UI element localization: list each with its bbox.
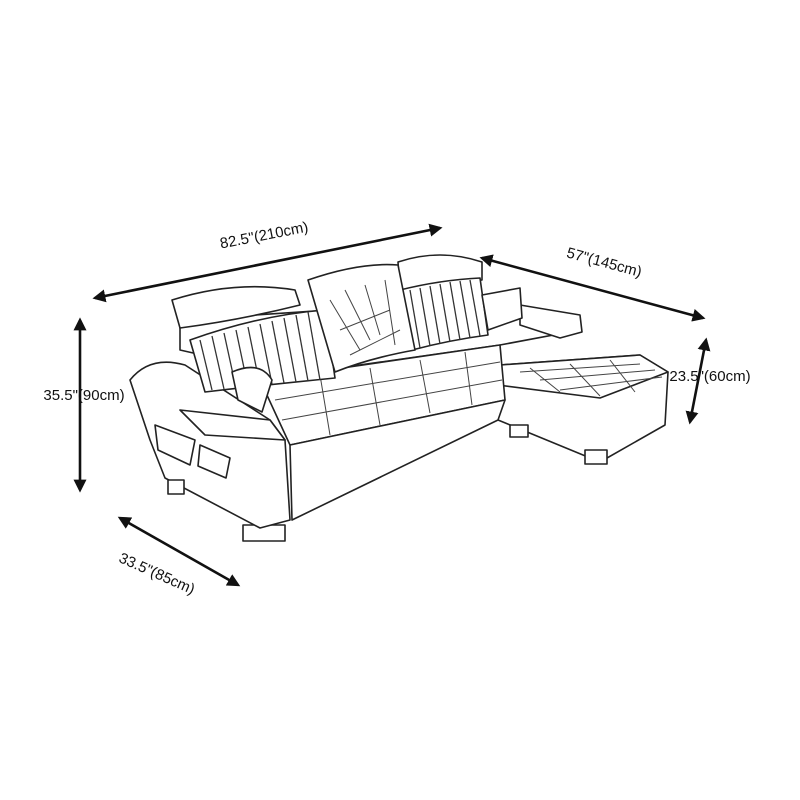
height-label: 35.5"(90cm) (43, 387, 124, 404)
seat-height-arrow (685, 337, 711, 425)
left-arm (129, 361, 291, 529)
depth-label: 33.5"(85cm) (116, 550, 197, 599)
width-label: 82.5"(210cm) (219, 219, 310, 253)
width-arrow (92, 223, 443, 303)
chaise-length-label: 57"(145cm) (565, 244, 644, 280)
left-leg (167, 479, 185, 495)
side-pocket (154, 424, 196, 466)
left-arm-top (179, 409, 286, 441)
sofa-illustration (129, 254, 669, 542)
depth-arrow (117, 516, 241, 587)
chaise-leg-back (509, 424, 529, 438)
chaise-tufting (519, 359, 663, 397)
chaise-length-arrow (479, 254, 706, 322)
small-pillow-left (231, 366, 273, 413)
side-pocket-2 (197, 444, 231, 479)
chaise-leg (584, 449, 608, 465)
seat-tufting (274, 351, 503, 436)
sofa-front (289, 399, 506, 521)
seat-height-label: 23.5"(60cm) (669, 368, 750, 385)
